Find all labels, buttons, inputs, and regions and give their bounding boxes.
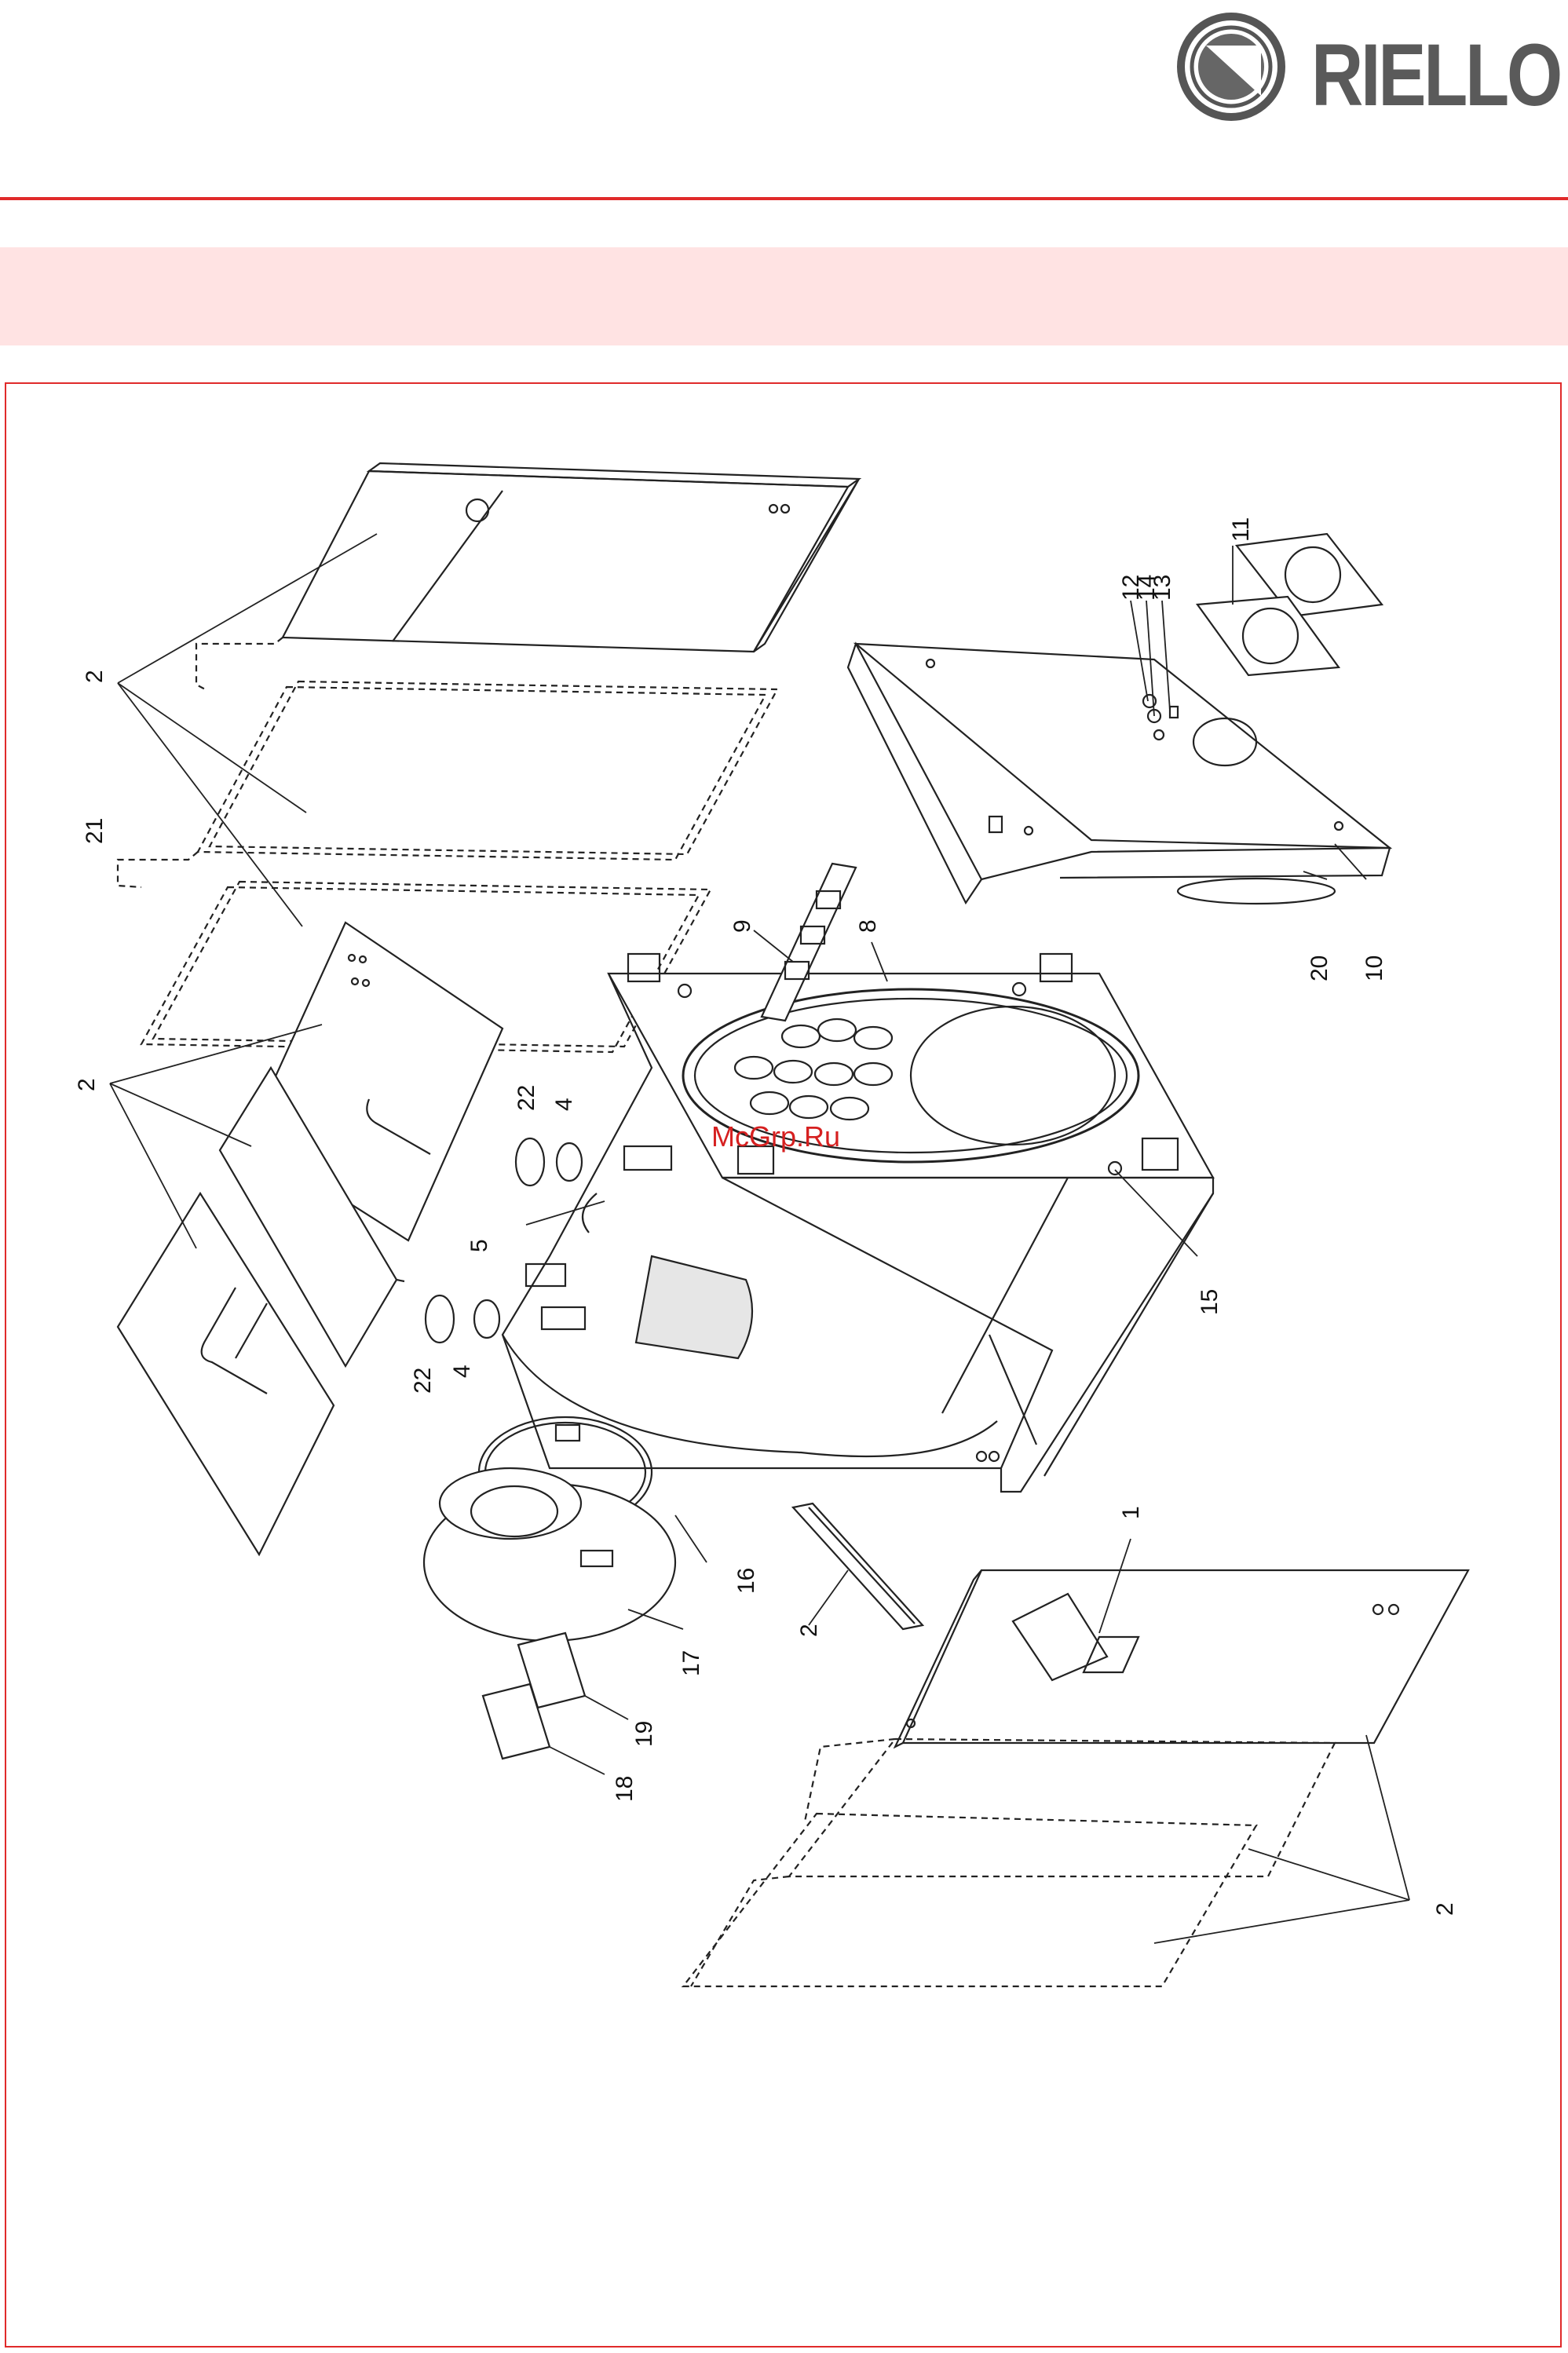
- burner-gaskets-small: [483, 1633, 585, 1759]
- callout-11: 11: [1228, 517, 1254, 542]
- front-panel-lower: [895, 1570, 1468, 1747]
- flue-gasket-plates: [1197, 534, 1382, 675]
- callout-2-left: 2: [74, 1078, 100, 1091]
- callout-2-bottom: 2: [1432, 1902, 1458, 1916]
- callout-4-upper: 4: [551, 1098, 577, 1111]
- watermark-text: McGrp.Ru: [711, 1120, 840, 1153]
- callout-20: 20: [1307, 955, 1332, 981]
- callout-18: 18: [612, 1776, 638, 1802]
- callout-5: 5: [466, 1239, 492, 1252]
- callout-22-lower: 22: [410, 1368, 436, 1394]
- callout-4-lower: 4: [449, 1365, 475, 1378]
- side-panel-top: [283, 463, 859, 652]
- front-panel-dashed: [683, 1739, 1335, 1986]
- callout-2-top: 2: [82, 670, 108, 683]
- callout-15: 15: [1197, 1289, 1223, 1315]
- callout-2-rail: 2: [796, 1624, 822, 1637]
- callout-9: 9: [729, 919, 755, 933]
- callout-1: 1: [1118, 1506, 1144, 1519]
- callout-17: 17: [678, 1650, 704, 1676]
- front-panel-upper: [848, 644, 1390, 904]
- callout-16: 16: [733, 1568, 759, 1594]
- callout-10: 10: [1361, 955, 1387, 981]
- callout-21: 21: [82, 818, 108, 844]
- boiler-body: [503, 954, 1213, 1492]
- callout-13: 13: [1150, 575, 1175, 601]
- callout-19: 19: [631, 1721, 657, 1747]
- callout-22-upper: 22: [514, 1085, 539, 1111]
- callout-8: 8: [855, 919, 881, 933]
- base-rail: [793, 1504, 923, 1629]
